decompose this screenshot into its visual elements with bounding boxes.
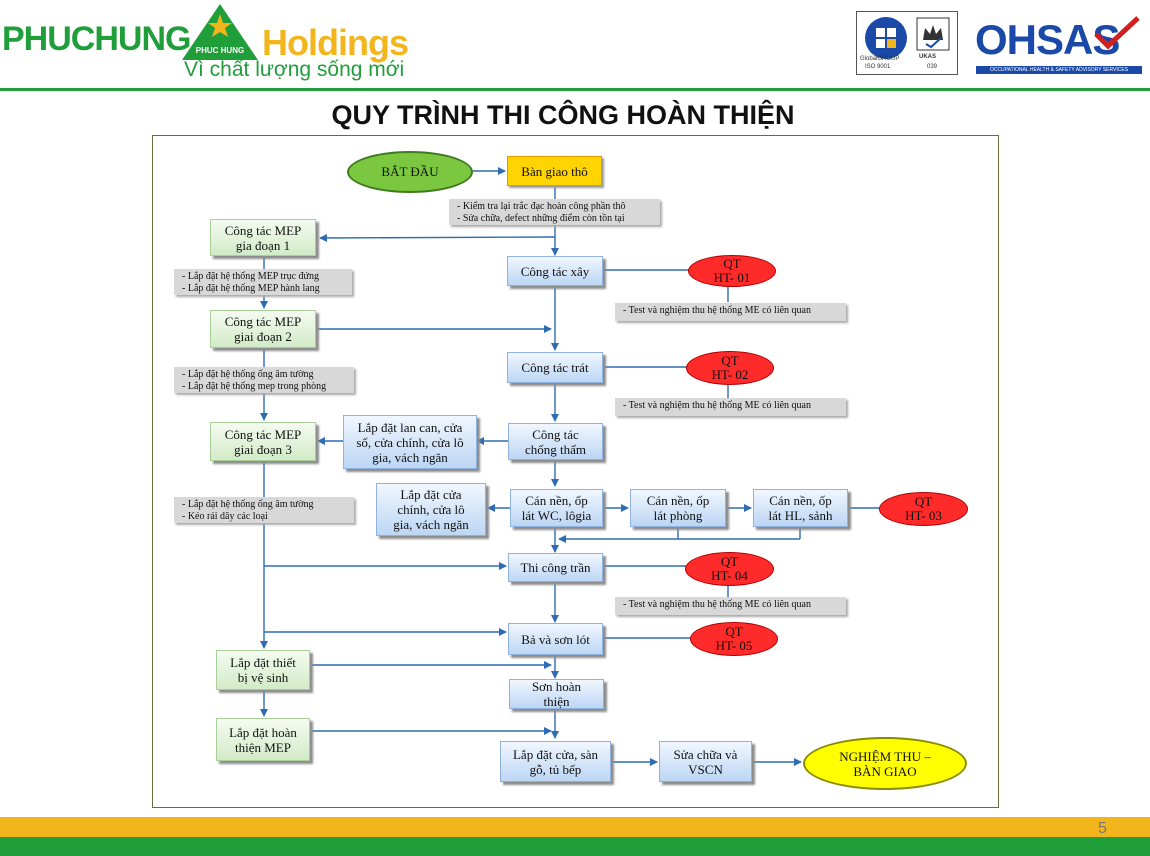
cert-number: 039 bbox=[927, 64, 938, 70]
end-node: NGHIỆM THU –BÀN GIAO bbox=[803, 737, 967, 790]
note-test-1: - Test và nghiệm thu hệ thống ME có liên… bbox=[615, 303, 846, 321]
start-node: BẮT ĐẦU bbox=[347, 151, 473, 193]
note-mep-3: - Lắp đặt hệ thống ống âm tường- Kéo rải… bbox=[174, 497, 354, 523]
ukas-crown-icon bbox=[916, 17, 950, 51]
globalgroup-icon bbox=[865, 17, 907, 59]
note-test-3: - Test và nghiệm thu hệ thống ME có liên… bbox=[615, 597, 846, 615]
ceiling-box: Thi công trần bbox=[508, 553, 603, 582]
brand-name: PHUCHUNG bbox=[2, 20, 191, 58]
note-inspection: - Kiểm tra lại trắc đạc hoàn công phần t… bbox=[449, 199, 660, 225]
page-number: 5 bbox=[1098, 820, 1107, 837]
page-title: QUY TRÌNH THI CÔNG HOÀN THIỆN bbox=[331, 100, 795, 130]
ohsas-subtitle: OCCUPATIONAL HEALTH & SAFETY ADVISORY SE… bbox=[976, 66, 1142, 74]
handover-rough-box: Bàn giao thô bbox=[507, 156, 602, 186]
note-mep-1: - Lắp đặt hệ thống MEP trục đứng- Lắp đặ… bbox=[174, 269, 352, 295]
plastering-box: Công tác trát bbox=[507, 352, 603, 383]
cert-global-label: GlobalGROUP bbox=[860, 56, 900, 62]
ohsas-logo: OHSAS bbox=[975, 16, 1120, 63]
header-divider bbox=[0, 88, 1150, 91]
brand-logo-label: PHUC HUNG bbox=[195, 46, 245, 55]
footer-bar-green bbox=[0, 837, 1150, 856]
brand-holdings: Holdings bbox=[262, 22, 409, 63]
cert-ukas-label: UKAS bbox=[919, 54, 937, 60]
checkmark-icon bbox=[1094, 16, 1140, 50]
footer-bar-yellow bbox=[0, 817, 1150, 837]
brand-triangle-logo bbox=[182, 4, 258, 60]
iso-certification-badge: GlobalGROUP ISO 9001 UKAS 039 bbox=[856, 11, 958, 75]
note-test-2: - Test và nghiệm thu hệ thống ME có liên… bbox=[615, 398, 846, 416]
brand-tagline: Vì chất lượng sống mới bbox=[184, 58, 405, 81]
note-mep-2: - Lắp đặt hệ thống ống âm tường- Lắp đặt… bbox=[174, 367, 354, 393]
cert-iso-label: ISO 9001 bbox=[865, 64, 891, 70]
putty-primer-box: Bả và sơn lót bbox=[508, 623, 603, 655]
masonry-box: Công tác xây bbox=[507, 256, 603, 286]
